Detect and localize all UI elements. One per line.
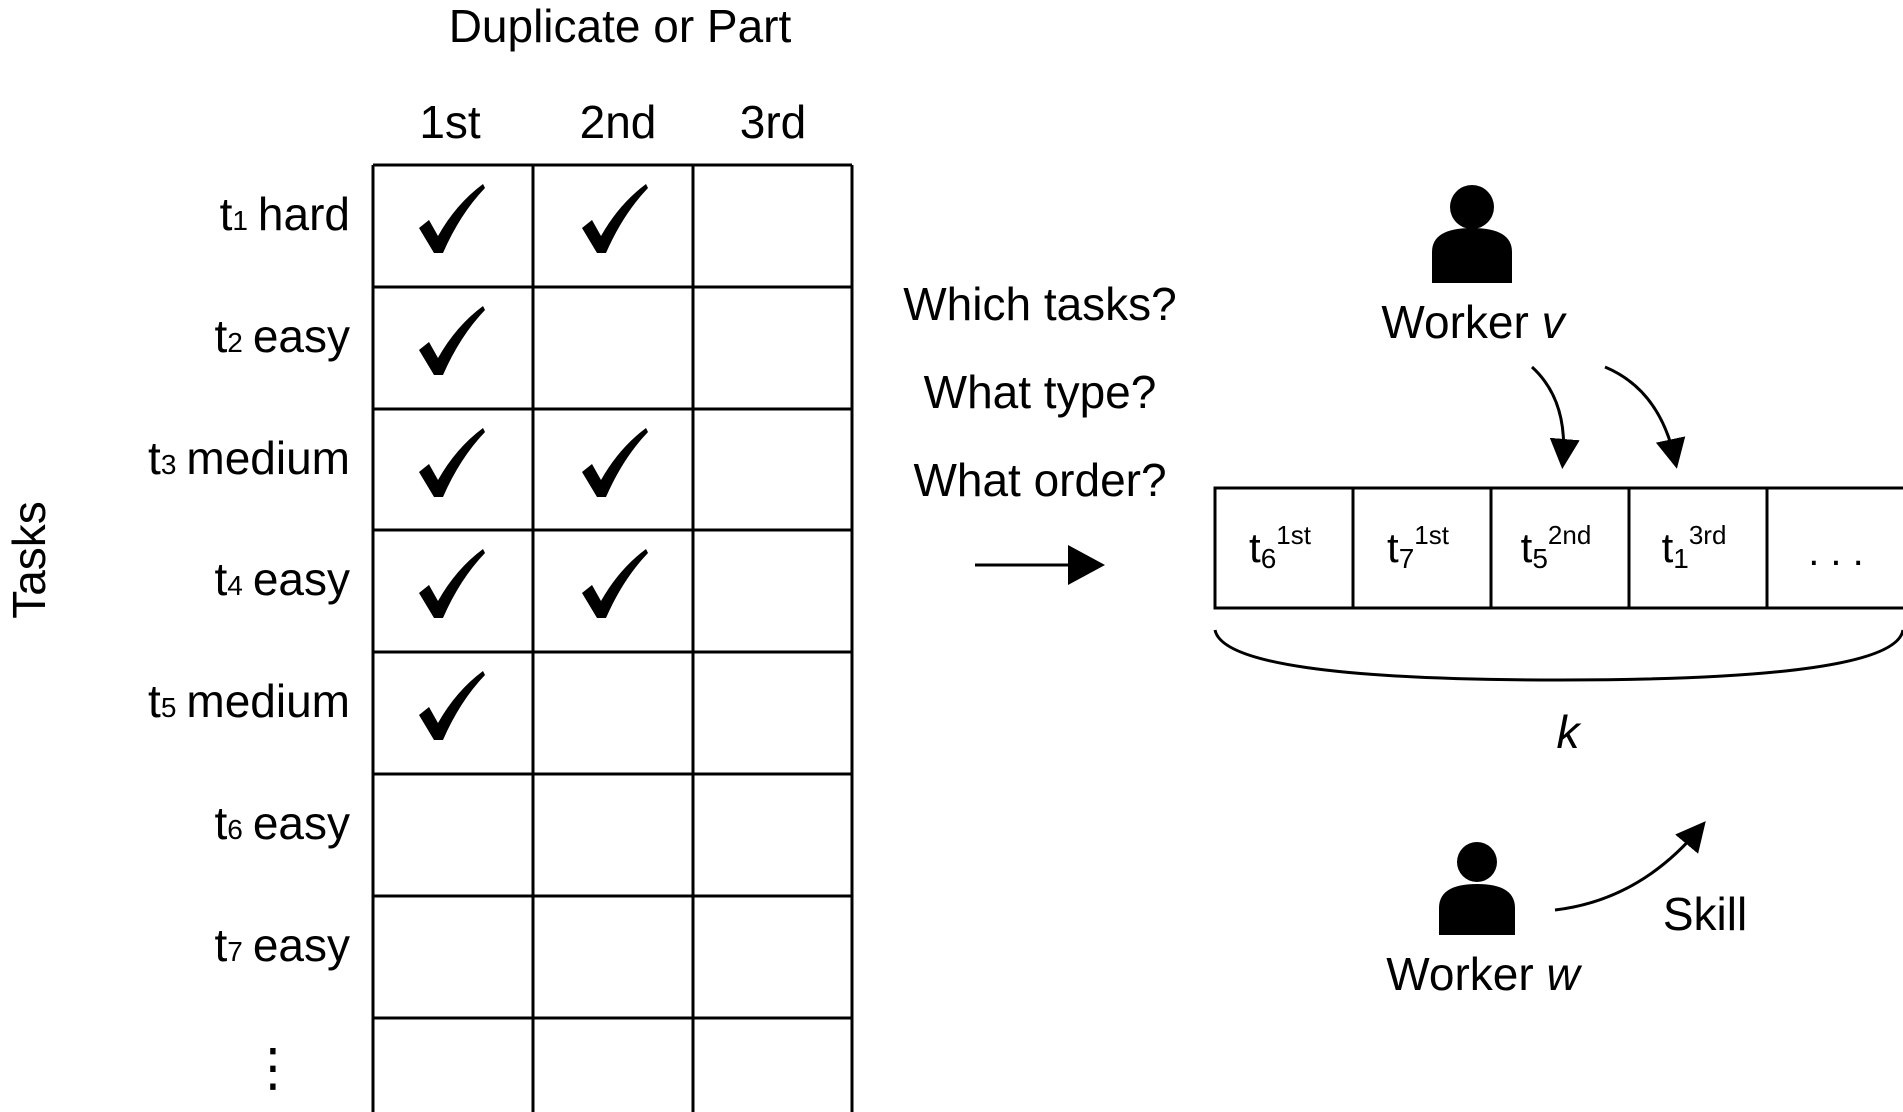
sequence-cell-2: t71st <box>1387 520 1450 574</box>
skill-label: Skill <box>1663 888 1747 940</box>
column-header-1st: 1st <box>419 96 481 148</box>
checkmark-icon <box>419 549 485 618</box>
column-header-3rd: 3rd <box>740 96 806 148</box>
worker-w-person-icon <box>1439 842 1515 935</box>
column-header-2nd: 2nd <box>580 96 657 148</box>
more-rows-ellipsis: ⋮ <box>247 1039 299 1097</box>
sequence-ellipsis: . . . <box>1808 530 1864 574</box>
task-grid <box>371 163 854 1112</box>
checkmark-icon <box>582 184 648 253</box>
sequence-length-label: k <box>1557 706 1582 758</box>
grid-title: Duplicate or Part <box>449 0 792 52</box>
worker-v-label: Worker v <box>1381 296 1567 348</box>
checkmark-icon <box>419 671 485 740</box>
assign-arrow-icon <box>975 545 1105 585</box>
worker-w-label: Worker w <box>1386 948 1582 1000</box>
checkmark-icon <box>419 184 485 253</box>
sequence-cell-1: t61st <box>1249 520 1312 574</box>
question-what-order: What order? <box>913 454 1166 506</box>
question-what-type: What type? <box>924 366 1157 418</box>
checkmark-icon <box>419 306 485 375</box>
worker-v-arrow-1-icon <box>1530 365 1580 469</box>
sequence-cell-3: t52nd <box>1521 520 1592 574</box>
sequence-cell-4: t13rd <box>1662 520 1727 574</box>
checkmark-icon <box>582 549 648 618</box>
sequence-brace <box>1213 629 1903 682</box>
worker-v-arrow-2-icon <box>1604 365 1686 469</box>
question-which-tasks: Which tasks? <box>903 278 1177 330</box>
worker-v-person-icon <box>1432 185 1512 283</box>
task-sequence <box>1213 486 1903 610</box>
checkmark-icon <box>419 428 485 497</box>
skill-arrow-icon <box>1554 821 1706 912</box>
checkmark-icon <box>582 428 648 497</box>
tasks-axis-label: Tasks <box>3 501 55 619</box>
